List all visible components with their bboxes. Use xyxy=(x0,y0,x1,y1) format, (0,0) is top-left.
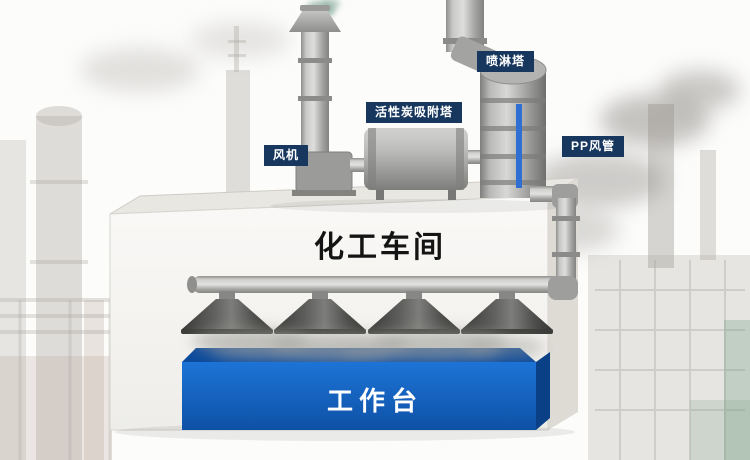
spray-tower-level-gauge xyxy=(516,104,522,188)
label-fan-text: 风机 xyxy=(273,148,300,162)
workbench xyxy=(182,328,550,430)
bg-structure-bottom-left xyxy=(84,300,104,460)
bg-smoke-plume-left xyxy=(80,48,200,92)
carbon-tower-leg xyxy=(448,188,456,200)
label-spray-tower-text: 喷淋塔 xyxy=(486,54,526,68)
bg-smoke-plume-left xyxy=(190,22,290,58)
carbon-tower-leg xyxy=(376,188,384,200)
pp-duct-bottom-elbow xyxy=(548,276,578,300)
carbon-adsorption-tower xyxy=(364,128,468,190)
hood-duct-end-cap xyxy=(187,276,197,293)
label-pp-duct: PP风管 xyxy=(562,136,625,157)
pp-duct-flange xyxy=(552,216,580,221)
fan-base xyxy=(292,190,356,196)
hood-connector xyxy=(406,291,422,300)
exhaust-hood xyxy=(274,299,366,330)
building-title: 化工车间 xyxy=(314,231,446,264)
workbench-label: 工作台 xyxy=(326,386,423,416)
roof-equipment xyxy=(289,0,547,200)
label-carbon-tower: 活性炭吸附塔 xyxy=(366,102,463,123)
spray-tower-flange xyxy=(480,154,546,159)
hood-connector xyxy=(312,291,328,300)
bg-column-platform xyxy=(30,260,88,264)
bg-smoke-plume xyxy=(660,70,740,110)
bg-structure-bottom-right xyxy=(690,400,750,460)
bg-window-grid xyxy=(595,260,745,460)
roof-equipment-shadow xyxy=(270,199,570,213)
exhaust-hood xyxy=(181,299,273,330)
bg-column-platform xyxy=(30,180,88,184)
exhaust-hood xyxy=(461,299,553,330)
fan-to-tower-duct xyxy=(350,158,368,172)
bg-structure-bottom-left xyxy=(0,356,112,460)
workbench-front-face xyxy=(182,362,536,430)
hood-connector xyxy=(499,291,515,300)
label-spray-tower: 喷淋塔 xyxy=(477,51,535,72)
spray-tower-body xyxy=(480,70,546,198)
exhaust-hood xyxy=(368,299,460,330)
fume-puff xyxy=(210,342,390,362)
carbon-tower-end-ring xyxy=(368,128,376,190)
spray-tower-flange xyxy=(480,126,546,131)
hood-connector xyxy=(219,291,235,300)
bg-structure-bottom-right xyxy=(724,320,750,460)
pp-duct-flange xyxy=(552,252,580,257)
spray-tower-flange xyxy=(480,180,546,185)
workbench-side-face xyxy=(536,352,550,430)
chimney-rain-cap xyxy=(289,10,341,32)
chimney-flange xyxy=(298,58,332,63)
pp-duct xyxy=(530,184,580,300)
chimney-flange xyxy=(298,96,332,101)
fume-cloud xyxy=(192,328,545,362)
bg-column-dome xyxy=(36,106,82,126)
label-pp-duct-text: PP风管 xyxy=(571,139,616,153)
spray-tower-flange xyxy=(480,98,546,103)
chimney-cap-lid xyxy=(300,5,330,11)
hood-duct xyxy=(192,276,564,293)
bg-column-far-left xyxy=(0,140,26,460)
label-fan: 风机 xyxy=(264,145,309,166)
label-carbon-tower-text: 活性炭吸附塔 xyxy=(375,105,454,119)
bg-smokestack-2 xyxy=(700,150,716,260)
fume-puff xyxy=(340,344,500,362)
carbon-tower-end-ring xyxy=(456,128,464,190)
bg-distillation-column-left xyxy=(36,116,82,460)
bg-building-right xyxy=(588,255,750,460)
bg-pipe-rack xyxy=(0,298,115,334)
